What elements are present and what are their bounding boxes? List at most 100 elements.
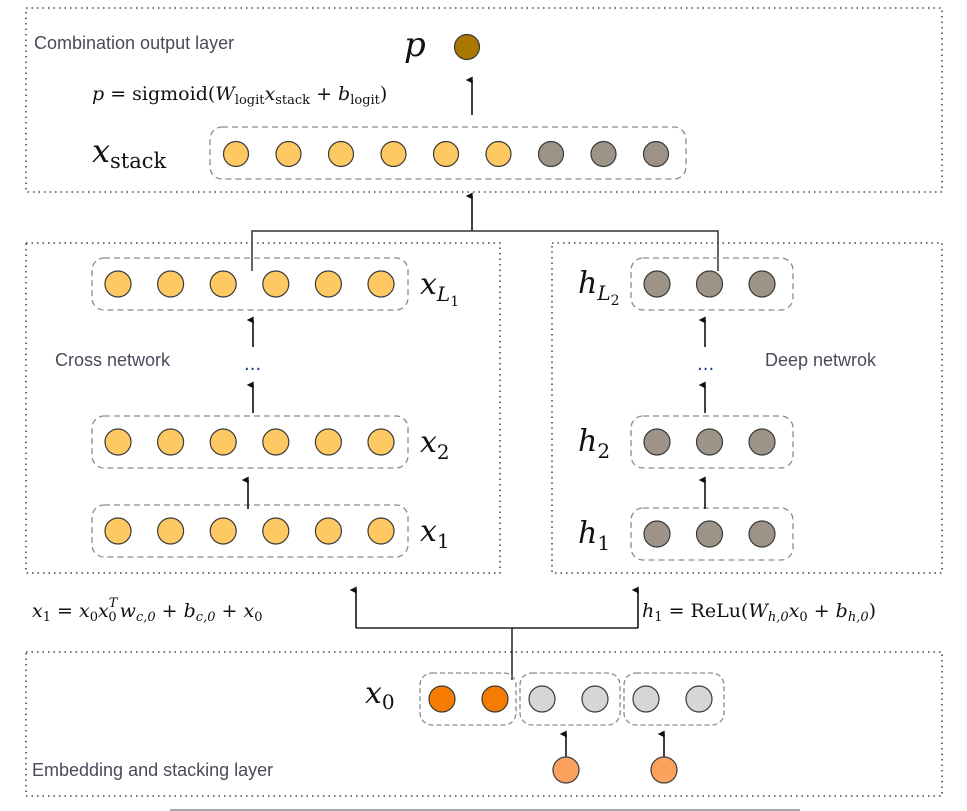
deep-node <box>643 270 671 298</box>
embedding-section-border <box>25 651 943 797</box>
deep-layer-label-subsub: 2 <box>611 293 620 309</box>
cross-node <box>314 517 342 545</box>
x-stack-sub: stack <box>110 149 166 173</box>
cross-layer-label-base: x <box>420 425 437 460</box>
deep-network-label: Deep netwrok <box>765 350 877 370</box>
cross-layer-label-base: x <box>420 267 437 302</box>
x0-base: x <box>365 676 382 711</box>
stack-node-cross <box>380 140 407 168</box>
sparse-inputs <box>552 730 678 784</box>
deep-ellipsis: ··· <box>697 359 714 380</box>
embedding-node-sparse <box>685 685 713 713</box>
cf-w: w <box>120 600 136 622</box>
deep-node <box>695 520 724 548</box>
cf-w-sub: c,0 <box>136 610 156 625</box>
cf-x1: x <box>32 600 43 622</box>
cf-x0b-sub: 0 <box>108 610 116 625</box>
embedding-group-sparse <box>623 672 725 726</box>
cross-node <box>157 428 185 456</box>
x-stack-group <box>209 126 687 180</box>
embedding-node-sparse <box>581 685 609 713</box>
df-b-sub: h,0 <box>848 610 869 625</box>
cross-node <box>314 428 342 456</box>
cross-layer-label: x2 <box>420 425 450 464</box>
cf-b: b <box>184 600 196 622</box>
df-relu: = ReLu( <box>663 600 749 622</box>
deep-node <box>695 428 724 456</box>
stack-node-deep <box>642 140 670 168</box>
stack-node-cross <box>327 140 355 168</box>
formula-w: W <box>215 83 236 105</box>
cross-layer-label-base: x <box>420 514 437 549</box>
cross-node <box>157 270 185 298</box>
cross-node <box>157 517 185 545</box>
output-formula: p = sigmoid(Wlogitxstack + blogit) <box>92 83 387 108</box>
stack-node-cross <box>275 140 302 168</box>
cf-x0a-sub: 0 <box>90 610 98 625</box>
embedding-groups <box>419 672 725 726</box>
formula-x-sub: stack <box>275 93 310 108</box>
formula-sigmoid: = sigmoid( <box>104 83 215 105</box>
cf-x1-sub: 1 <box>43 610 51 625</box>
x0-sub: 0 <box>382 690 395 714</box>
deep-layer-label: h1 <box>578 516 610 555</box>
p-output-label: p <box>404 25 426 65</box>
deep-layer-label: h2 <box>578 424 610 463</box>
cf-x0c: x <box>243 600 254 622</box>
cross-node <box>262 270 290 298</box>
stack-node-cross <box>222 140 250 168</box>
df-x: x <box>789 600 800 622</box>
stack-node-deep <box>590 140 617 168</box>
cross-network-section-border <box>25 242 501 574</box>
cross-node <box>367 517 395 545</box>
cross-layer-label: x1 <box>420 514 450 553</box>
x-stack-nodes <box>222 140 670 168</box>
deep-node <box>695 270 724 298</box>
df-close: ) <box>869 600 876 622</box>
deep-layer-group <box>630 257 794 311</box>
deep-layer-label: hL2 <box>578 266 620 309</box>
cross-layer-label-subsub: 1 <box>450 294 459 310</box>
df-w: W <box>748 600 769 622</box>
cross-network-label: Cross network <box>55 350 171 370</box>
deep-node <box>643 428 671 456</box>
formula-p: p <box>92 83 104 105</box>
cross-node <box>262 428 290 456</box>
formula-w-sub: logit <box>235 93 265 108</box>
deep-formula: h1 = ReLu(Wh,0x0 + bh,0) <box>642 600 876 625</box>
embedding-node-sparse <box>528 685 556 713</box>
cross-node <box>367 428 395 456</box>
cross-node <box>104 270 132 298</box>
cf-plus2: + <box>215 600 243 622</box>
deep-layer-label-base: h <box>578 266 597 301</box>
deep-layer-label-base: h <box>578 424 597 459</box>
formula-b-sub: logit <box>350 93 380 108</box>
cross-node <box>262 517 290 545</box>
df-b: b <box>836 600 848 622</box>
connector-cross-deep-to-stack <box>251 230 719 271</box>
x-stack-base: x <box>92 132 110 170</box>
cross-node <box>104 428 132 456</box>
cross-layer-label: xL1 <box>420 267 459 310</box>
cross-node <box>209 517 237 545</box>
df-h1: h <box>642 600 654 622</box>
stack-node-cross <box>432 140 460 168</box>
cross-layer-label-sub: L <box>436 282 450 306</box>
cf-x0b: x <box>98 600 109 622</box>
embedding-layer-label: Embedding and stacking layer <box>32 760 273 780</box>
deep-node <box>643 520 671 548</box>
formula-x: x <box>265 83 276 105</box>
deep-layer-label-sub: 2 <box>597 439 610 463</box>
x0-label: x0 <box>365 676 395 714</box>
cross-node <box>104 517 132 545</box>
cross-node <box>367 270 395 298</box>
formula-plus: + <box>310 83 338 105</box>
deep-layer-label-base: h <box>578 516 597 551</box>
formula-close: ) <box>380 83 387 105</box>
embedding-group-dense <box>419 672 517 726</box>
formula-b: b <box>338 83 350 105</box>
